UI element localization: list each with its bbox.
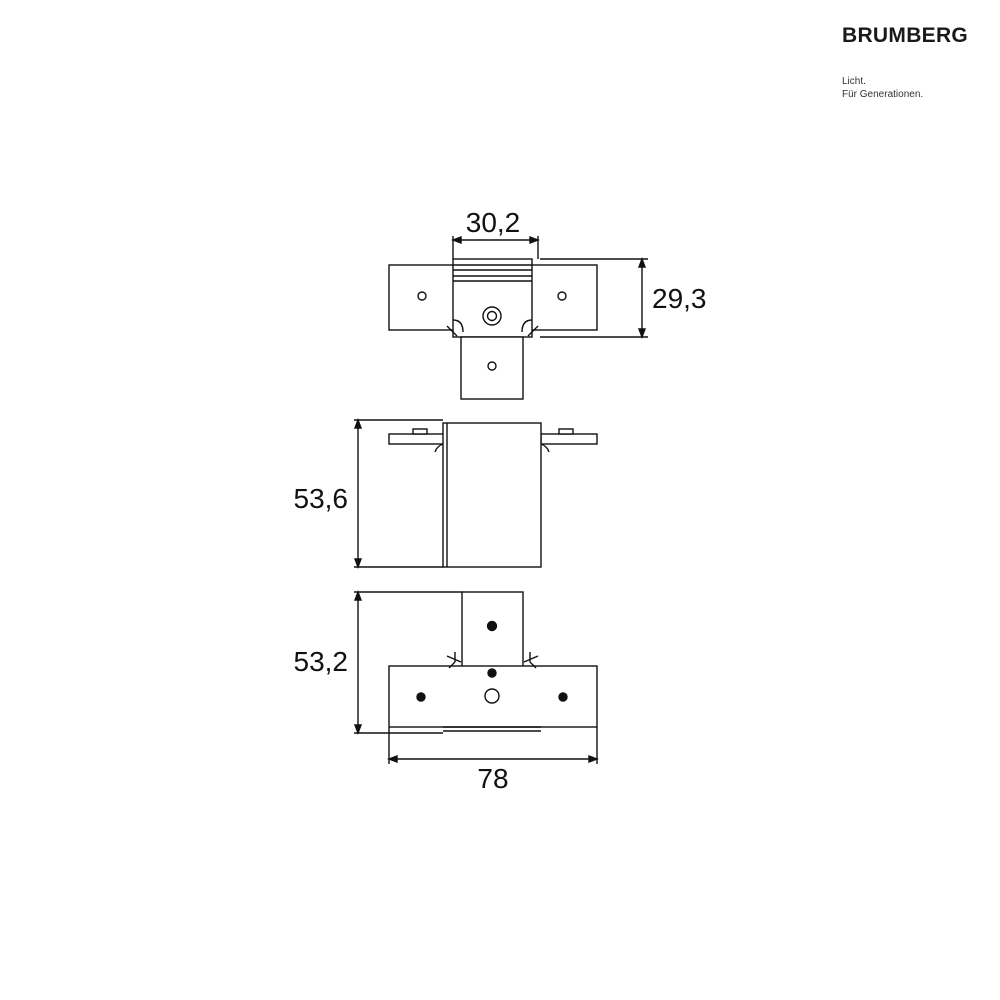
top-view-clip-right (521, 319, 539, 337)
arrow-head (387, 754, 398, 764)
top-view-hole-right (557, 291, 567, 301)
top-view-clip-left (446, 319, 464, 337)
side-view-bottom-curve (540, 443, 550, 453)
front-view (388, 591, 598, 732)
arrow-head (353, 558, 363, 569)
arrow-head (451, 235, 462, 245)
dimension-label-side-height: 53,6 (294, 483, 349, 514)
side-view-left-flange (388, 433, 446, 445)
dimension-overall-width (387, 727, 599, 764)
arrow-head (353, 418, 363, 429)
side-view-right-flange (540, 433, 598, 445)
top-view-center-screw-inner (486, 310, 498, 322)
dimension-top-depth (540, 257, 648, 339)
brand-tagline: Licht. Für Generationen. (842, 75, 923, 101)
arrow-head (637, 328, 647, 339)
dimension-label-overall-width: 78 (477, 763, 508, 794)
arrow-head (353, 724, 363, 735)
arrow-head (637, 257, 647, 268)
side-view (388, 422, 598, 568)
front-view-clip-right (523, 652, 539, 669)
dimension-side-height (353, 418, 443, 569)
top-view-center-body (452, 258, 533, 338)
top-view-hole-left (417, 291, 427, 301)
arrow-head (529, 235, 540, 245)
tagline-line-1: Licht. (842, 76, 866, 87)
top-view-hole-tab (487, 361, 497, 371)
arrow-head (353, 590, 363, 601)
top-view-right-wing (529, 264, 598, 331)
dimension-top-width (451, 235, 540, 259)
dimension-front-height (353, 590, 462, 735)
front-view-clip-left (446, 652, 462, 669)
dimension-label-front-height: 53,2 (294, 646, 349, 677)
side-view-left-flange-tab (412, 428, 428, 435)
arrow-head (588, 754, 599, 764)
side-view-bottom-curve (434, 443, 444, 453)
side-view-right-flange-tab (558, 428, 574, 435)
front-view-hole-left (416, 692, 426, 702)
front-view-hole-right (558, 692, 568, 702)
brand-logo: BRUMBERG (842, 24, 969, 47)
dimension-label-top-depth: 29,3 (652, 283, 707, 314)
front-view-hole-large (484, 688, 500, 704)
top-view-bottom-tab (460, 336, 524, 400)
side-view-body (442, 422, 542, 568)
front-view-hole-tab (486, 620, 498, 632)
tagline-line-2: Für Generationen. (842, 89, 924, 100)
top-view-center-screw (482, 306, 502, 326)
dimension-label-top-width: 30,2 (466, 207, 521, 238)
top-view-left-wing (388, 264, 456, 331)
top-view (388, 258, 598, 400)
front-view-hole-center (487, 668, 497, 678)
